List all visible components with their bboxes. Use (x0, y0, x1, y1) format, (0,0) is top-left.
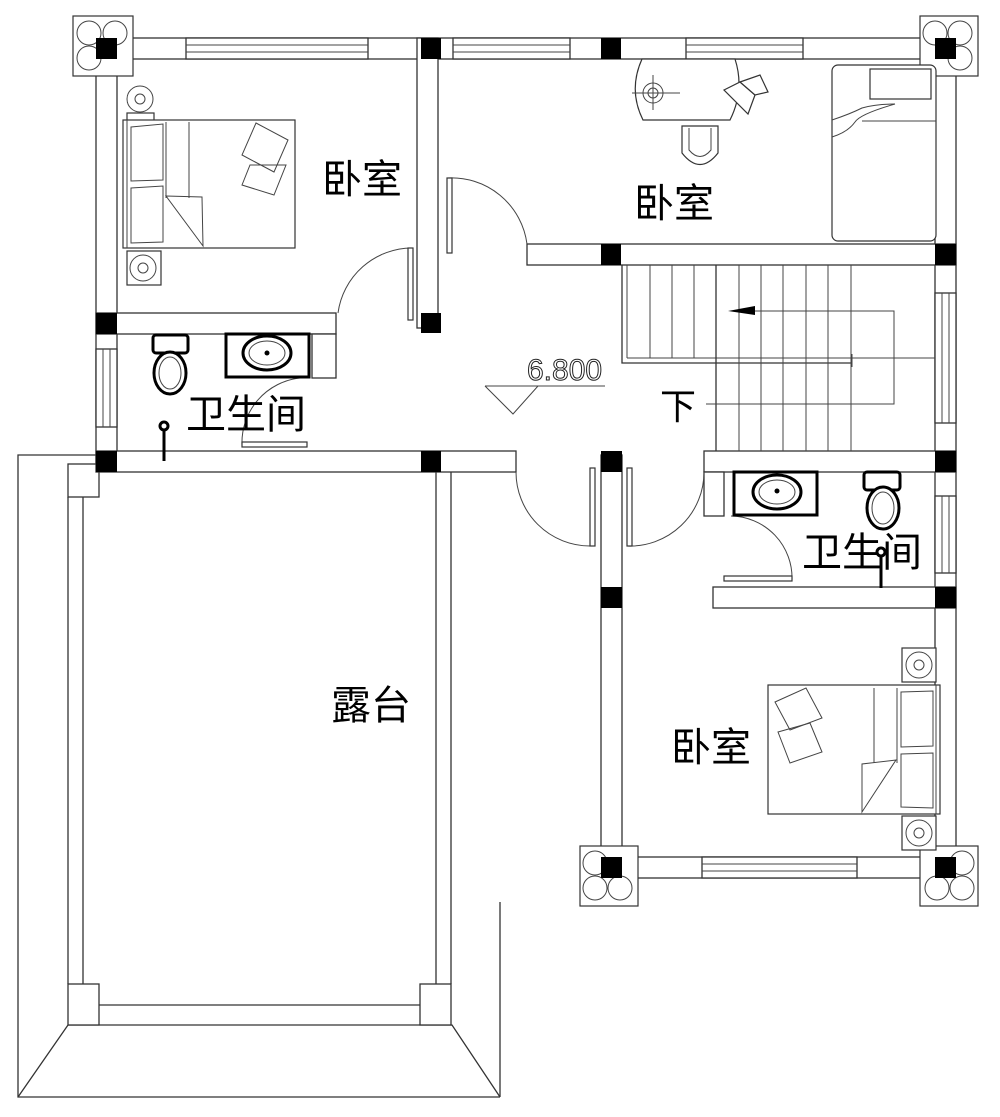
bed-double-nw (122, 85, 296, 286)
planter-se (919, 845, 979, 907)
door-bedroom-n (446, 177, 528, 254)
door-bathroom-e (723, 515, 793, 582)
floor-drain-w (158, 420, 170, 461)
windows (95, 37, 957, 879)
staircase: 下 (621, 265, 935, 451)
elevation-value: 6.800 (527, 354, 602, 387)
bed-double-se (767, 647, 941, 851)
room-label-bathroom-w: 卫生间 (186, 392, 306, 438)
door-terrace (515, 467, 596, 547)
window-north-2 (452, 37, 571, 60)
window-south-bedroom (701, 856, 858, 879)
desk-and-chair (632, 58, 769, 166)
room-labels: 卧室 卧室 卫生间 卫生间 露台 卧室 (186, 157, 922, 771)
floor-drain-e (875, 546, 887, 588)
window-east-bath (934, 495, 957, 574)
sink-w (224, 332, 311, 379)
window-east-stair (934, 292, 957, 424)
sink-e (732, 470, 819, 517)
stair-direction-label: 下 (660, 387, 696, 428)
door-bedroom-se (626, 467, 705, 547)
toilet-e (862, 470, 902, 531)
corner-planters (72, 15, 979, 907)
toilet-w (151, 333, 190, 396)
elevation-marker: 6.800 (484, 354, 605, 415)
terrace-structure (17, 454, 501, 1098)
planter-sw (579, 845, 639, 907)
window-north-3 (685, 37, 804, 60)
window-west-bath (95, 348, 118, 428)
door-bedroom-nw (337, 247, 414, 321)
room-label-terrace: 露台 (331, 683, 411, 729)
doors (241, 177, 793, 582)
bed-single-n (831, 64, 937, 242)
room-label-bedroom-nw: 卧室 (322, 157, 402, 203)
door-bathroom-w (241, 377, 308, 448)
stair-treads (626, 265, 852, 451)
stair-direction-arrow (706, 306, 895, 405)
window-north-1 (185, 37, 369, 60)
room-label-bedroom-se: 卧室 (671, 725, 751, 771)
planter-nw (72, 15, 134, 77)
room-label-bathroom-e: 卫生间 (802, 530, 922, 576)
room-label-bedroom-n: 卧室 (634, 181, 714, 227)
